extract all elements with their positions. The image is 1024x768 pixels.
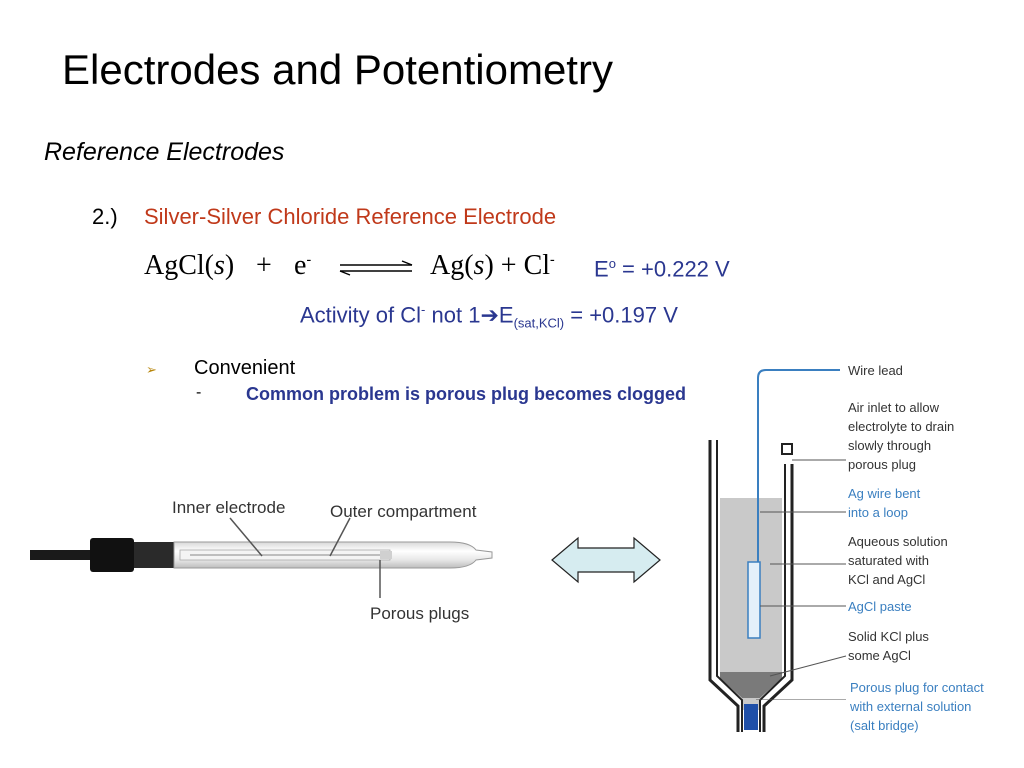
label-inner-electrode: Inner electrode: [172, 498, 286, 517]
section-subtitle: Reference Electrodes: [44, 138, 285, 166]
standard-potential: Eo = +0.222 V: [594, 256, 730, 282]
label-aqueous-1: Aqueous solution: [848, 534, 948, 549]
label-air-inlet-3: slowly through: [848, 438, 932, 453]
label-porous-plugs: Porous plugs: [370, 604, 470, 623]
label-air-inlet-1: Air inlet to allow: [848, 400, 940, 415]
label-ag-wire-1: Ag wire bent: [848, 486, 921, 501]
label-air-inlet-4: porous plug: [848, 457, 916, 472]
page-title: Electrodes and Potentiometry: [62, 46, 613, 93]
label-aqueous-2: saturated with: [848, 553, 929, 568]
label-outer-compartment: Outer compartment: [330, 502, 477, 521]
photo-leader-lines: [229, 517, 381, 598]
equilibrium-arrow-icon: [339, 260, 413, 276]
reactant-electron: e-: [294, 250, 312, 281]
sub-bullet-dash: -: [196, 384, 202, 401]
sub-bullet-problem: Common problem is porous plug becomes cl…: [246, 384, 687, 404]
item-number: 2.): [92, 204, 118, 229]
label-solid-kcl-1: Solid KCl plus: [848, 629, 929, 644]
label-wire-lead: Wire lead: [848, 363, 903, 378]
diagram-leader-lines: [756, 459, 847, 700]
reactant-agcl: AgCl(s): [144, 250, 235, 281]
label-agcl-paste: AgCl paste: [848, 599, 912, 614]
bullet-arrow-icon: ➢: [146, 362, 157, 377]
electrode-diagram: [708, 369, 840, 732]
label-aqueous-3: KCl and AgCl: [848, 572, 926, 587]
label-ag-wire-2: into a loop: [848, 505, 908, 520]
products-ag-cl: Ag(s) + Cl-: [430, 250, 555, 281]
electrode-photo: [30, 538, 493, 572]
double-arrow-icon: [551, 536, 661, 584]
activity-note: Activity of Cl- not 1➔E(sat,KCl) = +0.19…: [300, 302, 678, 331]
reactant-plus: +: [256, 250, 272, 281]
bullet-convenient: Convenient: [194, 357, 296, 379]
label-porous-plug-1: Porous plug for contact: [850, 680, 984, 695]
label-porous-plug-3: (salt bridge): [850, 718, 919, 733]
label-porous-plug-2: with external solution: [850, 699, 972, 714]
item-heading: Silver-Silver Chloride Reference Electro…: [144, 204, 557, 229]
label-solid-kcl-2: some AgCl: [848, 648, 911, 663]
label-air-inlet-2: electrolyte to drain: [848, 419, 955, 434]
right-arrow-icon: ➔: [480, 302, 499, 328]
